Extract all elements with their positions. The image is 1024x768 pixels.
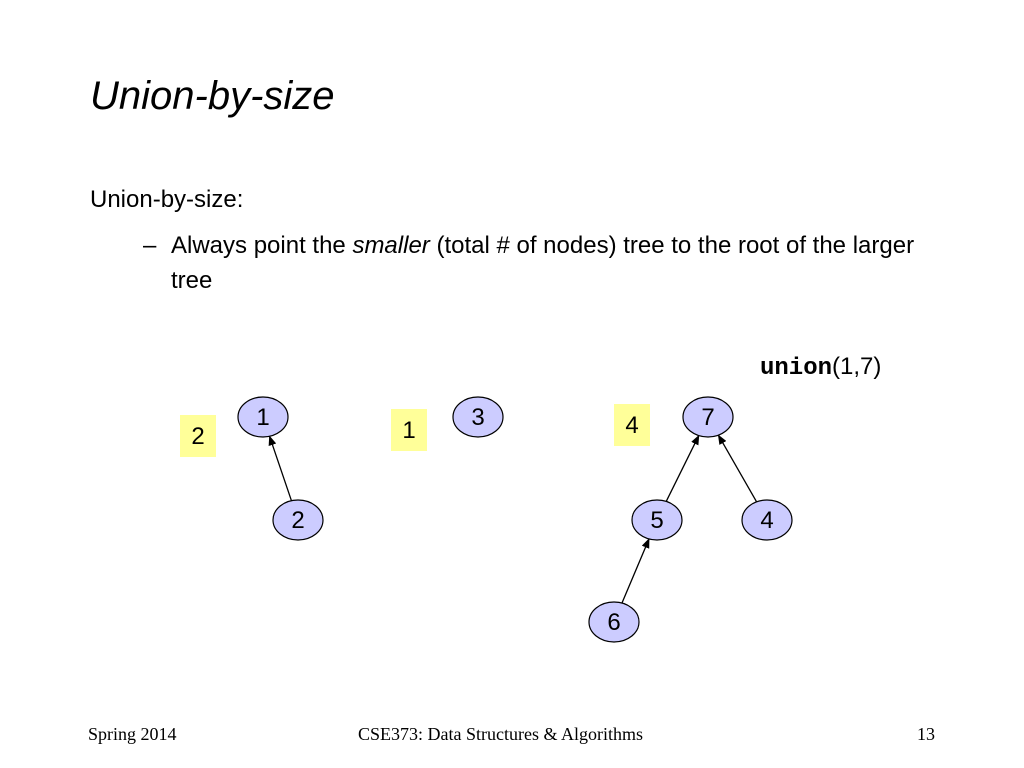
tree-node-circle bbox=[631, 499, 683, 541]
tree-node-label: 1 bbox=[256, 404, 269, 431]
tree-node-circle bbox=[682, 396, 734, 438]
tree-node-label: 3 bbox=[471, 404, 484, 431]
tree-node-circle bbox=[452, 396, 504, 438]
size-box-label: 4 bbox=[625, 412, 638, 439]
footer-course: CSE373: Data Structures & Algorithms bbox=[358, 724, 643, 744]
tree-node-label: 6 bbox=[607, 609, 620, 636]
sub-bullet-text: Always point the smaller (total # of nod… bbox=[171, 228, 943, 298]
size-box-layer: 2 1 4 bbox=[180, 404, 650, 457]
size-box: 2 bbox=[180, 415, 216, 457]
tree-node-circle bbox=[237, 396, 289, 438]
tree-node-circle bbox=[741, 499, 793, 541]
size-box-background bbox=[180, 415, 216, 457]
size-box-label: 1 bbox=[402, 417, 415, 444]
tree-node-label: 7 bbox=[701, 404, 714, 431]
tree-node-circle bbox=[272, 499, 324, 541]
edge-layer bbox=[268, 434, 758, 604]
tree-node: 7 bbox=[682, 396, 734, 438]
parent-pointer-arrow bbox=[268, 435, 293, 501]
tree-node-label: 5 bbox=[650, 507, 663, 534]
operation-args: (1,7) bbox=[832, 353, 882, 380]
tree-node: 6 bbox=[588, 601, 640, 643]
size-box-background bbox=[614, 404, 650, 446]
sub-bullet-text-start: Always point the bbox=[171, 232, 353, 259]
tree-node: 2 bbox=[272, 499, 324, 541]
tree-node: 3 bbox=[452, 396, 504, 438]
sub-bullet: – Always point the smaller (total # of n… bbox=[143, 228, 943, 298]
footer-page-number: 13 bbox=[917, 724, 935, 744]
parent-pointer-arrow bbox=[665, 434, 700, 502]
tree-node-label: 2 bbox=[291, 507, 304, 534]
slide-title: Union-by-size bbox=[90, 74, 335, 118]
size-box: 1 bbox=[391, 409, 427, 451]
sub-bullet-emphasis: smaller bbox=[352, 232, 430, 259]
sub-bullet-dash: – bbox=[143, 232, 157, 259]
footer-term: Spring 2014 bbox=[88, 724, 177, 744]
tree-node: 1 bbox=[237, 396, 289, 438]
parent-pointer-arrow bbox=[621, 538, 650, 604]
tree-node: 4 bbox=[741, 499, 793, 541]
parent-pointer-arrow bbox=[717, 434, 758, 503]
tree-node: 5 bbox=[631, 499, 683, 541]
tree-node-label: 4 bbox=[760, 507, 773, 534]
size-box: 4 bbox=[614, 404, 650, 446]
tree-node-circle bbox=[588, 601, 640, 643]
sub-bullet-text-end: (total # of nodes) tree to the root of t… bbox=[171, 232, 915, 294]
bullet-heading: Union-by-size: bbox=[90, 186, 244, 213]
operation-keyword: union bbox=[760, 355, 833, 382]
operation-label: union(1,7) bbox=[760, 353, 881, 382]
size-box-background bbox=[391, 409, 427, 451]
size-box-label: 2 bbox=[191, 423, 204, 450]
node-layer: 1 2 3 7 5 4 6 bbox=[237, 396, 793, 643]
